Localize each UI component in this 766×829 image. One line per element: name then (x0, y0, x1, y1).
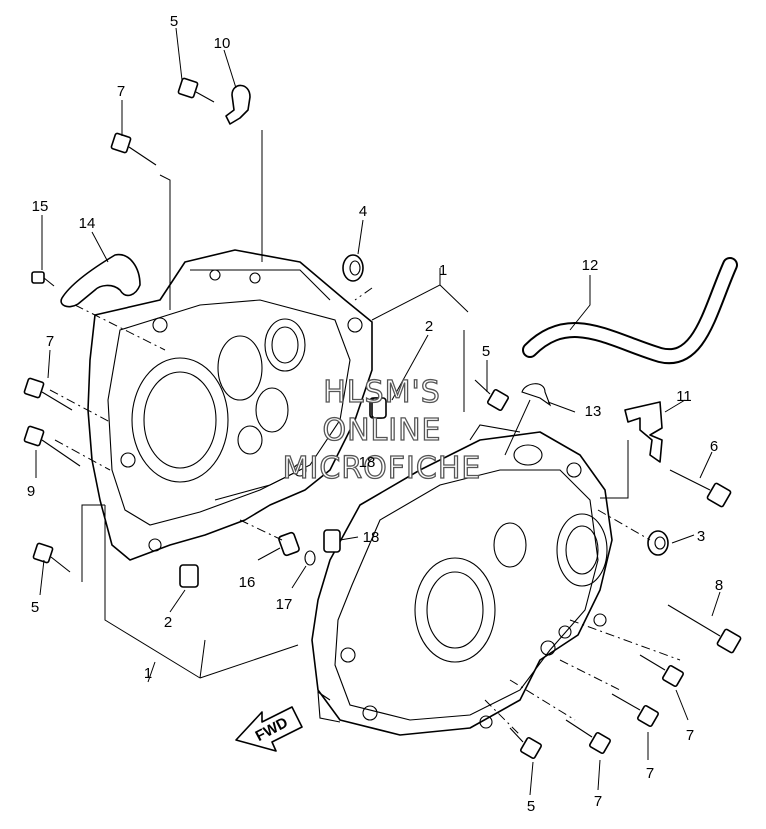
right-crankcase (311, 424, 613, 736)
o-ring (304, 550, 316, 566)
callout-5-left: 5 (31, 599, 39, 616)
callout-17: 17 (276, 596, 293, 613)
breather-hose-inner (524, 259, 736, 363)
oil-seal-top (342, 254, 364, 282)
callouts: 5 10 7 15 14 4 1 12 2 7 5 11 13 6 18 9 1… (27, 13, 723, 815)
callout-7-r3: 7 (594, 793, 602, 810)
watermark-line-3: MICROFICHE (283, 451, 482, 486)
callout-1-top: 1 (439, 262, 447, 279)
hose-bracket (624, 401, 663, 463)
bolt-8 (667, 604, 742, 654)
bolt-7-r2 (611, 693, 659, 727)
oil-seal-right (647, 530, 669, 556)
hose-clip (521, 383, 552, 407)
bolt-7-left (23, 377, 73, 411)
watermark-line-2: ONLINE (322, 413, 441, 448)
bolt-9 (23, 425, 81, 467)
callout-1-bottom: 1 (144, 665, 152, 682)
bolt-5-mid (474, 379, 509, 411)
callout-14: 14 (79, 215, 96, 232)
callout-15: 15 (32, 198, 49, 215)
callout-7-r1: 7 (686, 727, 694, 744)
callout-4: 4 (359, 203, 367, 220)
callout-18-mid: 18 (363, 529, 380, 546)
callout-7-r2: 7 (646, 765, 654, 782)
left-crankcase (87, 249, 373, 561)
cover-plate (60, 253, 141, 308)
callout-5-top: 5 (170, 13, 178, 30)
bolt-5-top (177, 77, 215, 103)
callout-11: 11 (676, 388, 692, 405)
callout-2-top: 2 (425, 318, 433, 335)
bolt-7-r1 (639, 654, 684, 687)
clamp-top (225, 84, 251, 125)
callout-8: 8 (715, 577, 723, 594)
callout-9: 9 (27, 483, 35, 500)
bolt-6 (669, 469, 732, 508)
dowel-pin-2-upper (371, 397, 387, 419)
callout-7-top: 7 (117, 83, 125, 100)
callout-10: 10 (214, 35, 231, 52)
bolt-7-top (110, 132, 157, 166)
callout-3: 3 (697, 528, 705, 545)
callout-2-bottom: 2 (164, 614, 172, 631)
callout-5-bottom: 5 (527, 798, 535, 815)
watermark: HLSM'S ONLINE MICROFICHE (282, 374, 482, 486)
bolt-5-left (32, 542, 71, 573)
leader-lines (35, 27, 721, 796)
callout-13: 13 (585, 403, 602, 420)
callout-16: 16 (239, 574, 256, 591)
callout-12: 12 (582, 257, 599, 274)
screw-15 (31, 271, 55, 287)
fwd-arrow-icon: FWD (235, 706, 303, 752)
callout-18-top: 18 (359, 454, 376, 471)
dowel-pin-18-centre (323, 529, 341, 553)
dowel-pin-2-lower (179, 564, 199, 588)
callout-7-left: 7 (46, 333, 54, 350)
dowel-pin-16 (278, 531, 300, 557)
watermark-line-1: HLSM'S (323, 375, 441, 410)
bolt-5-bottom (509, 727, 542, 759)
centre-lines (49, 287, 681, 736)
callout-5-mid: 5 (482, 343, 490, 360)
bolt-7-r3 (565, 719, 611, 754)
callout-6: 6 (710, 438, 718, 455)
